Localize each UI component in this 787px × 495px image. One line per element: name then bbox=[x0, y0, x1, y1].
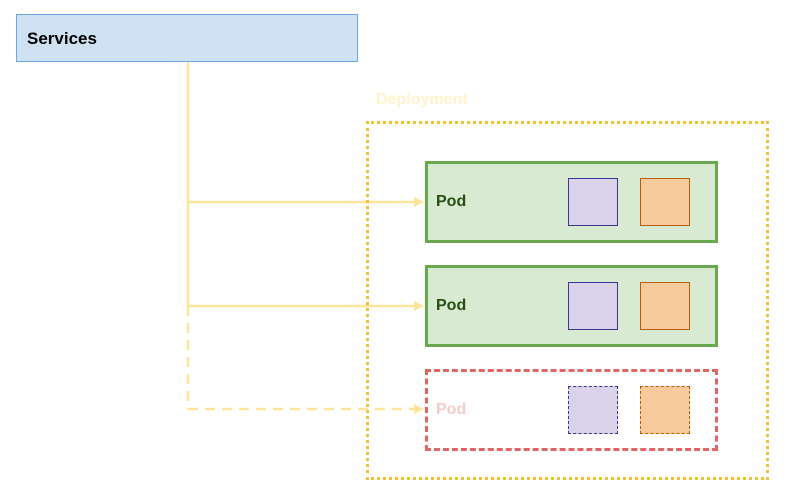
pod-container-purple bbox=[568, 386, 618, 434]
pod-label: Pod bbox=[436, 297, 467, 314]
deployment-label: Deployment bbox=[376, 91, 468, 108]
pod-container-purple bbox=[568, 178, 618, 226]
pod-node-3-pending: Pod bbox=[425, 369, 718, 451]
pod-container-orange bbox=[640, 282, 690, 330]
pod-container-orange bbox=[640, 386, 690, 434]
services-label: Services bbox=[27, 29, 97, 48]
pod-node-2: Pod bbox=[425, 265, 718, 347]
deployment-boundary bbox=[366, 121, 769, 480]
pod-label: Pod bbox=[436, 193, 467, 210]
services-node: Services bbox=[16, 14, 358, 62]
pod-node-1: Pod bbox=[425, 161, 718, 243]
pod-label: Pod bbox=[436, 401, 467, 418]
pod-container-orange bbox=[640, 178, 690, 226]
pod-container-purple bbox=[568, 282, 618, 330]
